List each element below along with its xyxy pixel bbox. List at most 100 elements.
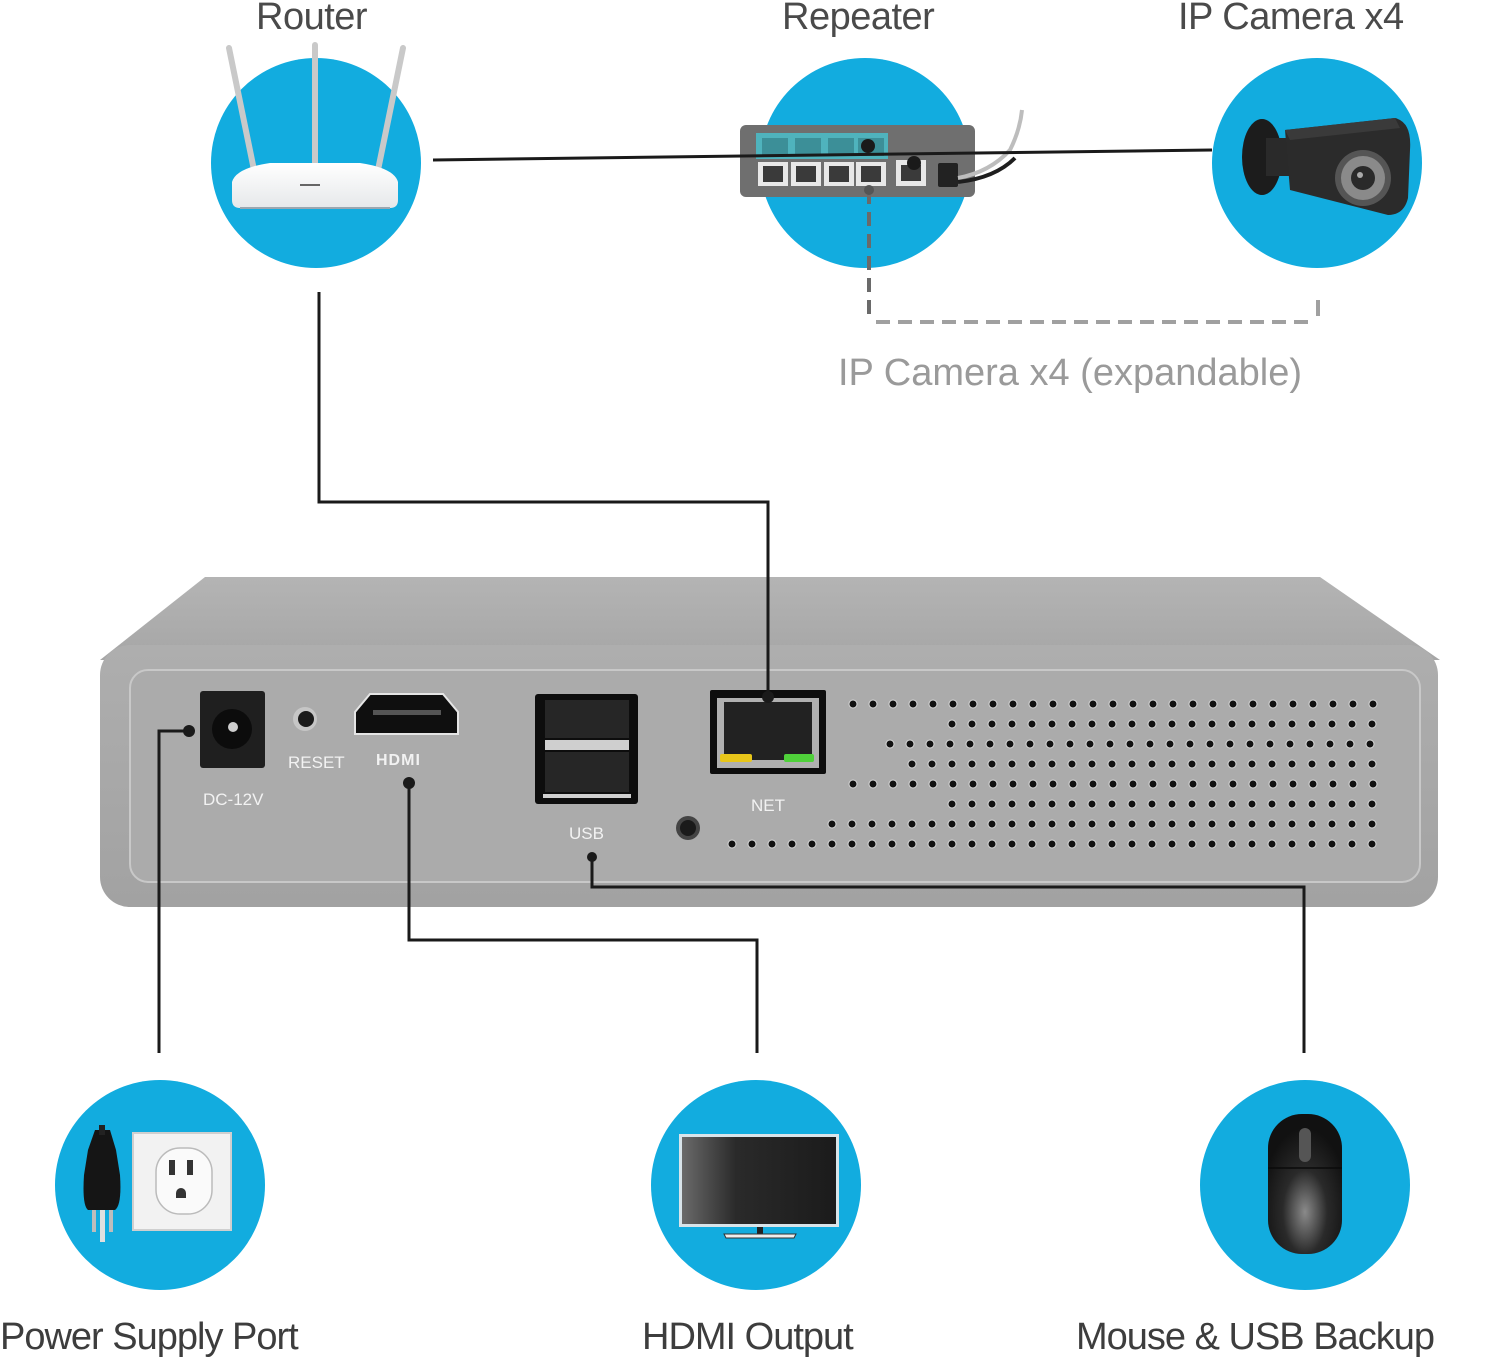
- dc-power-line: [157, 729, 189, 1053]
- vent-hole: [868, 699, 878, 709]
- vent-hole: [1107, 799, 1117, 809]
- vent-hole: [1368, 779, 1378, 789]
- vent-hole: [1188, 779, 1198, 789]
- vent-hole: [1088, 779, 1098, 789]
- vent-hole: [1308, 699, 1318, 709]
- vent-hole: [1145, 739, 1155, 749]
- router-title: Router: [256, 0, 368, 38]
- vent-hole: [867, 839, 877, 849]
- vent-hole: [1127, 719, 1137, 729]
- vent-hole: [787, 839, 797, 849]
- vent-hole: [1008, 699, 1018, 709]
- net-port: [710, 690, 826, 774]
- vent-hole: [907, 759, 917, 769]
- vent-hole: [1125, 739, 1135, 749]
- vent-hole: [1127, 819, 1137, 829]
- vent-hole: [1187, 759, 1197, 769]
- vent-hole: [1367, 839, 1377, 849]
- vent-hole: [1325, 739, 1335, 749]
- vent-hole: [1168, 779, 1178, 789]
- vent-hole: [1067, 759, 1077, 769]
- vent-hole: [767, 839, 777, 849]
- vent-hole: [1348, 699, 1358, 709]
- vent-hole: [1207, 719, 1217, 729]
- vent-hole: [1028, 779, 1038, 789]
- vent-hole: [1288, 699, 1298, 709]
- usb-dot: [587, 852, 597, 862]
- vent-hole: [848, 699, 858, 709]
- vent-hole: [1227, 819, 1237, 829]
- vent-hole: [1227, 759, 1237, 769]
- vent-hole: [907, 819, 917, 829]
- vent-hole: [907, 839, 917, 849]
- vent-hole: [1347, 759, 1357, 769]
- vent-hole: [927, 839, 937, 849]
- vent-hole: [1168, 699, 1178, 709]
- vent-hole: [987, 819, 997, 829]
- vent-hole: [887, 819, 897, 829]
- vent-hole: [1167, 819, 1177, 829]
- vent-hole: [1047, 759, 1057, 769]
- net-led-green: [784, 754, 814, 762]
- vent-hole: [1147, 799, 1157, 809]
- vent-hole: [1147, 819, 1157, 829]
- vent-hole: [1167, 839, 1177, 849]
- vent-hole: [1108, 699, 1118, 709]
- net-led-yellow: [720, 754, 752, 762]
- vent-hole: [1147, 719, 1157, 729]
- vent-hole: [1228, 779, 1238, 789]
- vent-hole: [1148, 779, 1158, 789]
- vent-hole: [1227, 719, 1237, 729]
- vent-hole: [1187, 819, 1197, 829]
- dc-jack-port: [200, 691, 265, 768]
- vent-hole: [1267, 719, 1277, 729]
- dc-dot: [183, 725, 195, 737]
- repeater-title: Repeater: [782, 0, 935, 38]
- repeater-port-dot: [861, 139, 875, 153]
- vent-hole: [1365, 739, 1375, 749]
- vent-hole: [867, 819, 877, 829]
- vent-hole: [847, 839, 857, 849]
- usb-port: [535, 694, 638, 804]
- vent-hole: [947, 799, 957, 809]
- vent-hole: [1327, 719, 1337, 729]
- vent-hole: [948, 779, 958, 789]
- router-icon: [226, 42, 406, 209]
- vent-hole: [1327, 819, 1337, 829]
- vent-hole: [968, 779, 978, 789]
- vent-hole: [887, 839, 897, 849]
- vent-hole: [947, 819, 957, 829]
- vent-hole: [1188, 699, 1198, 709]
- vent-hole: [1288, 779, 1298, 789]
- vent-hole: [1128, 779, 1138, 789]
- vent-hole: [968, 699, 978, 709]
- vent-hole: [967, 799, 977, 809]
- vent-hole: [1345, 739, 1355, 749]
- vent-hole: [1087, 839, 1097, 849]
- vent-hole: [1187, 719, 1197, 729]
- vent-hole: [947, 719, 957, 729]
- expandable-dashed-line: [867, 190, 1320, 324]
- vent-hole: [1287, 799, 1297, 809]
- vent-hole: [1347, 819, 1357, 829]
- hdmi-output-line: [407, 782, 759, 1053]
- vent-hole: [945, 739, 955, 749]
- vent-hole: [1007, 759, 1017, 769]
- vent-hole: [1208, 699, 1218, 709]
- vent-hole: [1027, 799, 1037, 809]
- vent-hole: [1207, 799, 1217, 809]
- vent-hole: [1267, 759, 1277, 769]
- vent-hole: [1107, 839, 1117, 849]
- vent-hole: [1248, 779, 1258, 789]
- vent-hole: [1267, 839, 1277, 849]
- vent-hole: [1128, 699, 1138, 709]
- vent-hole: [1285, 739, 1295, 749]
- vent-hole: [1007, 719, 1017, 729]
- vent-hole: [1067, 839, 1077, 849]
- vent-hole: [928, 779, 938, 789]
- vent-hole: [1147, 759, 1157, 769]
- vent-hole: [1127, 839, 1137, 849]
- vent-hole: [1327, 799, 1337, 809]
- vent-hole: [1107, 719, 1117, 729]
- vent-hole: [868, 779, 878, 789]
